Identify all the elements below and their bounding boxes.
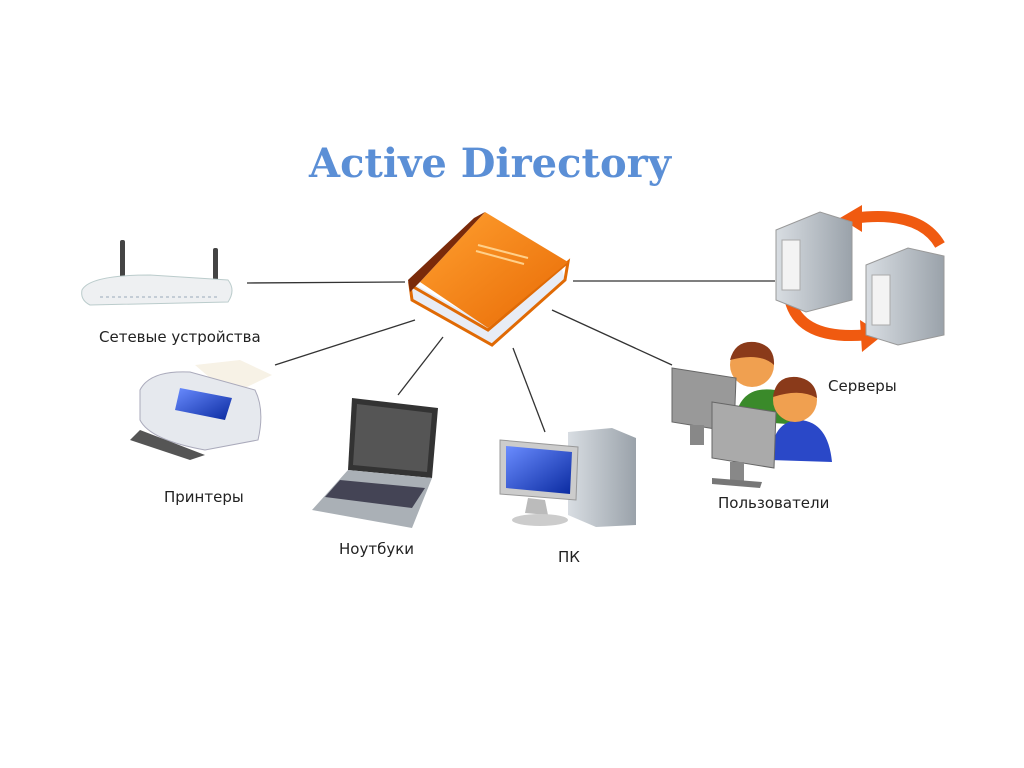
label-users: Пользователи	[718, 494, 830, 512]
printer-icon	[130, 360, 272, 460]
label-network-devices: Сетевые устройства	[99, 328, 261, 346]
laptop-icon	[312, 398, 438, 528]
book-icon	[408, 212, 571, 347]
line-users	[551, 309, 673, 366]
connector-lines	[246, 280, 775, 433]
line-network	[246, 281, 406, 284]
diagram-title: Active Directory	[309, 140, 671, 187]
label-laptops: Ноутбуки	[339, 540, 415, 558]
line-pc	[512, 347, 546, 433]
label-servers: Серверы	[828, 377, 897, 395]
label-printers: Принтеры	[164, 488, 244, 506]
users-icon	[671, 341, 832, 488]
line-printers	[274, 319, 416, 366]
router-icon	[81, 240, 233, 306]
pc-icon	[499, 428, 636, 527]
line-laptops	[397, 336, 444, 396]
servers-icon	[775, 205, 945, 352]
label-pc: ПК	[558, 548, 580, 566]
